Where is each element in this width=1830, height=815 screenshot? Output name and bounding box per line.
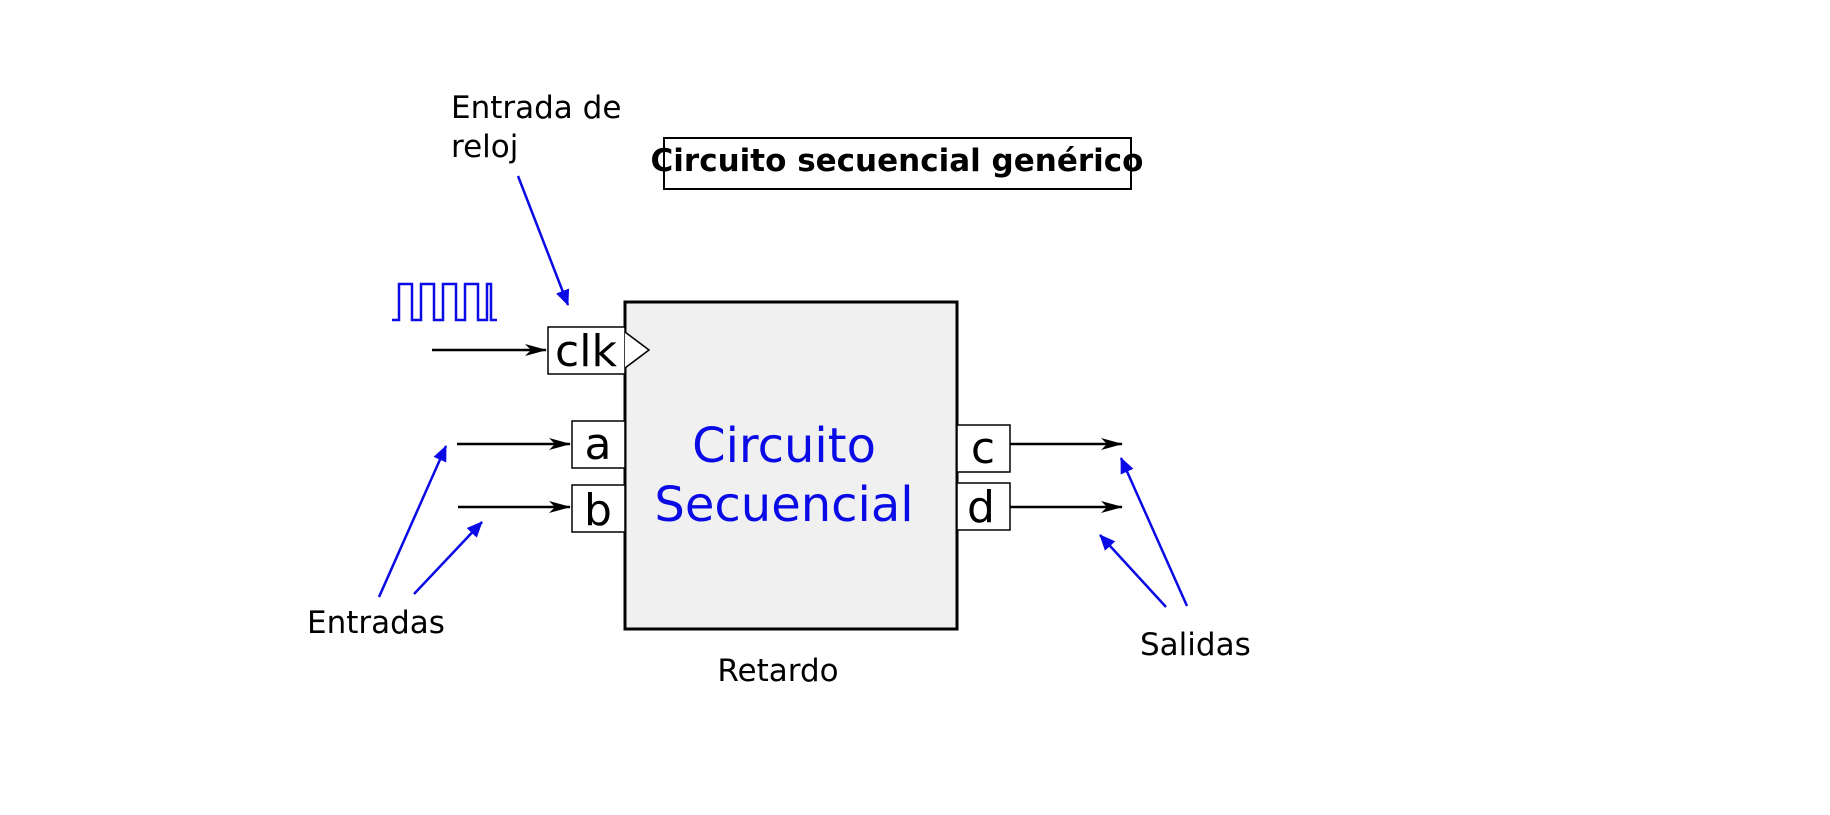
clk-port-label: clk bbox=[555, 326, 617, 377]
diagram-title: Circuito secuencial genérico bbox=[651, 143, 1144, 179]
block-title-line2: Secuencial bbox=[654, 477, 913, 533]
b-port-label: b bbox=[584, 485, 612, 536]
c-port-label: c bbox=[971, 423, 995, 474]
title-box bbox=[663, 137, 1132, 190]
outputs-annotation: Salidas bbox=[1140, 627, 1251, 663]
delay-label: Retardo bbox=[717, 653, 838, 689]
clock-annotation-arrow bbox=[516, 175, 570, 306]
clock-waveform bbox=[392, 282, 497, 322]
d-port-box bbox=[956, 482, 1011, 531]
c-port-box bbox=[956, 424, 1011, 473]
b-port-box bbox=[571, 484, 626, 533]
inputs-arrow-b bbox=[413, 521, 483, 595]
sequential-circuit-block bbox=[623, 300, 959, 631]
clock-edge-triangle bbox=[624, 331, 651, 369]
a-port-box bbox=[571, 420, 626, 469]
inputs-annotation: Entradas bbox=[307, 605, 445, 641]
clock-annotation-line2: reloj bbox=[451, 129, 518, 165]
outputs-arrow-c bbox=[1119, 457, 1189, 607]
clk-port-box bbox=[547, 326, 626, 375]
clock-annotation-line1: Entrada de bbox=[451, 90, 621, 126]
inputs-arrow-a bbox=[377, 445, 448, 598]
a-port-label: a bbox=[585, 419, 612, 470]
outputs-arrow-d bbox=[1099, 534, 1167, 608]
block-title-line1: Circuito bbox=[692, 418, 876, 474]
d-port-label: d bbox=[967, 482, 995, 533]
